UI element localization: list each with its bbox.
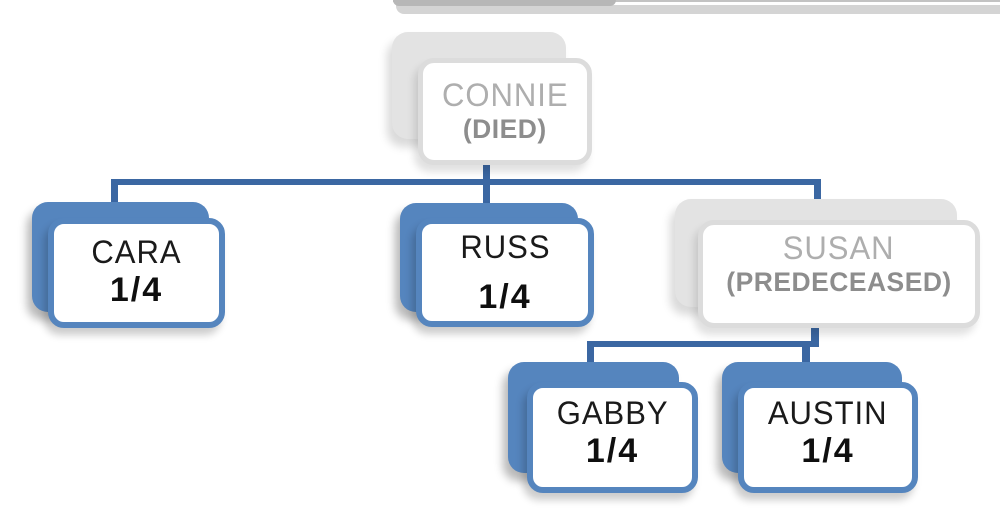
card-front: AUSTIN 1/4 [738,382,918,493]
node-share: 1/4 [801,431,855,470]
truncated-top-card-edge [393,0,1000,2]
node-cara: CARA 1/4 [32,202,225,328]
card-front: GABBY 1/4 [527,382,698,493]
connector-drop-austin [802,341,810,368]
connector-drop-cara [111,179,118,203]
node-status-note: (DIED) [463,113,547,144]
truncated-top-card-border [396,5,1000,14]
connector-h-level2 [587,341,819,347]
card-front: CONNIE (DIED) [418,58,592,165]
connector-drop-gabby [587,341,594,367]
node-share: 1/4 [109,270,164,309]
node-russ: RUSS 1/4 [400,203,594,327]
node-share: 1/4 [478,277,532,316]
node-susan: SUSAN (PREDECEASED) [675,199,980,328]
connector-drop-susan [814,179,821,202]
node-name: SUSAN [783,230,895,266]
card-front: CARA 1/4 [48,218,225,328]
card-front: RUSS 1/4 [416,218,594,327]
node-name: CONNIE [441,77,569,113]
card-front: SUSAN (PREDECEASED) [698,220,980,328]
node-name: AUSTIN [768,395,888,431]
node-austin: AUSTIN 1/4 [722,362,918,493]
node-name: RUSS [459,229,551,265]
connector-susan-stub [811,326,819,347]
node-name: CARA [91,234,182,270]
node-name: GABBY [556,395,669,431]
node-connie: CONNIE (DIED) [392,32,592,165]
truncated-top-card-back [393,0,616,6]
node-status-note: (PREDECEASED) [726,266,952,297]
connector-h-level1 [111,179,821,185]
node-share: 1/4 [585,431,640,470]
node-gabby: GABBY 1/4 [508,362,698,493]
